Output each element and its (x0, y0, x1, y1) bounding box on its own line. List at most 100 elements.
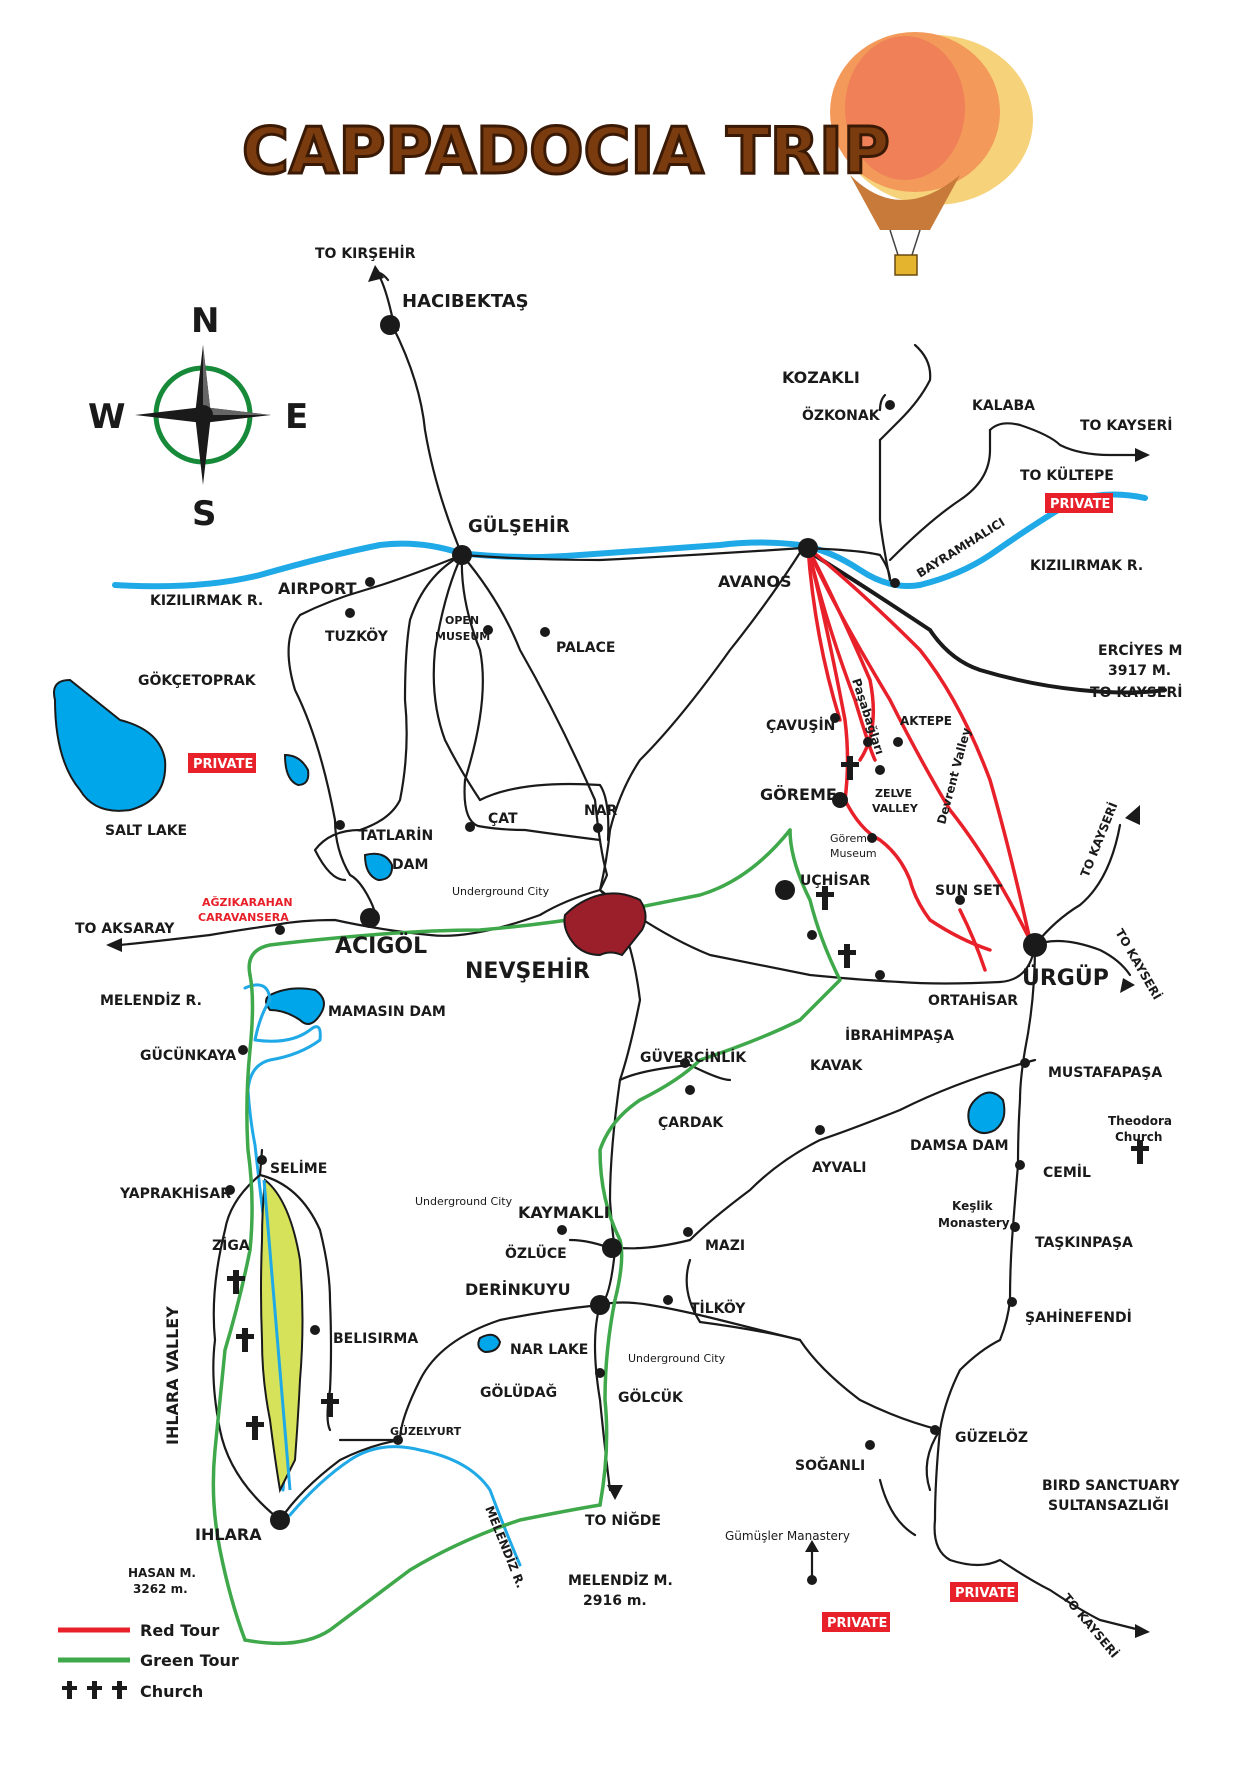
label-agzikarahan-2: CARAVANSERA (198, 911, 289, 924)
label-guzelyurt: GÜZELYURT (390, 1424, 462, 1438)
church-icon (321, 1393, 339, 1417)
label-to-nigde: TO NİĞDE (585, 1511, 661, 1529)
label-yaprakhisar: YAPRAKHİSAR (119, 1185, 231, 1202)
label-damsa-dam: DAMSA DAM (910, 1138, 1009, 1154)
church-icon (838, 944, 856, 968)
private-badges: PRIVATE PRIVATE PRIVATE PRIVATE (188, 493, 1113, 1632)
label-goreme: GÖREME (760, 785, 837, 804)
small-lake (283, 753, 310, 787)
label-mustafapasa: MUSTAFAPAŞA (1048, 1065, 1162, 1081)
label-theodora-2: Church (1115, 1130, 1162, 1144)
church-icon (1131, 1140, 1149, 1164)
label-gucunkaya: GÜCÜNKAYA (140, 1046, 236, 1064)
label-ihlara: IHLARA (195, 1525, 262, 1544)
label-agzikarahan-1: AĞZIKARAHAN (202, 896, 293, 909)
label-ziga: ZİGA (212, 1237, 250, 1254)
label-cardak: ÇARDAK (658, 1115, 724, 1131)
label-tuzkoy: TUZKÖY (325, 627, 389, 645)
label-theodora-1: Theodora (1108, 1114, 1172, 1128)
road-arrows (106, 265, 1150, 1638)
mamasin-dam-lake (265, 987, 325, 1025)
svg-text:PRIVATE: PRIVATE (827, 1616, 887, 1631)
label-nevsehir: NEVŞEHİR (465, 958, 590, 984)
label-zelve-1: ZELVE (875, 787, 912, 800)
town-dots (225, 315, 1047, 1585)
label-kalaba: KALABA (972, 398, 1035, 414)
church-icon (236, 1328, 254, 1352)
legend-church-icon (112, 1681, 127, 1699)
label-acigol: ACIGÖL (335, 933, 427, 959)
label-gumusler: Gümüşler Manastery (725, 1529, 850, 1543)
svg-text:PRIVATE: PRIVATE (193, 757, 253, 772)
church-icon (841, 756, 859, 780)
svg-text:PRIVATE: PRIVATE (1050, 497, 1110, 512)
label-to-kayseri-2: TO KAYSERİ (1090, 684, 1182, 701)
map-title: CAPPADOCIA TRIP (242, 115, 890, 189)
label-sun-set: SUN SET (935, 883, 1003, 899)
red-tour-routes (806, 546, 1032, 972)
label-to-kultepe: TO KÜLTEPE (1020, 466, 1114, 484)
label-palace: PALACE (556, 640, 615, 656)
legend-church-icon (87, 1681, 102, 1699)
label-ozluce: ÖZLÜCE (505, 1244, 567, 1262)
label-soganli: SOĞANLI (795, 1456, 865, 1474)
label-kizilirmak-east: KIZILIRMAK R. (1030, 558, 1143, 574)
label-ayvali: AYVALI (812, 1160, 866, 1176)
label-urgup: ÜRGÜP (1022, 965, 1109, 991)
compass-north: N (191, 301, 219, 341)
balloon-illustration (830, 32, 1033, 276)
label-salt-lake: SALT LAKE (105, 823, 187, 839)
label-bird-1: BIRD SANCTUARY (1042, 1478, 1180, 1494)
label-belisirma: BELISIRMA (333, 1331, 418, 1347)
label-open-museum-1: OPEN (445, 614, 479, 627)
label-aktepe: AKTEPE (900, 714, 952, 728)
label-cat: ÇAT (488, 811, 518, 827)
label-underground-city-3: Underground City (628, 1352, 726, 1365)
compass-east: E (285, 397, 308, 437)
label-bird-2: SULTANSAZLIĞI (1048, 1496, 1169, 1514)
label-kaymakli: KAYMAKLI (518, 1203, 610, 1222)
private-badge: PRIVATE (950, 1582, 1018, 1602)
label-keslik-2: Monastery (938, 1216, 1010, 1230)
label-ihlara-valley: IHLARA VALLEY (163, 1306, 182, 1445)
label-kozakli: KOZAKLI (782, 368, 860, 387)
label-ozkonak: ÖZKONAK (802, 406, 881, 424)
label-to-aksaray: TO AKSARAY (75, 921, 175, 937)
label-melendiz-m-2: 2916 m. (583, 1593, 647, 1609)
label-taskinpasa: TAŞKINPAŞA (1035, 1235, 1133, 1251)
label-to-kirsehir: TO KIRŞEHİR (315, 245, 416, 262)
private-badge: PRIVATE (188, 753, 256, 773)
compass-rose: N S E W (88, 301, 308, 534)
label-ortahisar: ORTAHİSAR (928, 992, 1018, 1009)
salt-lake (53, 678, 167, 812)
label-goludag: GÖLÜDAĞ (480, 1383, 557, 1401)
label-selime: SELİME (270, 1160, 327, 1177)
legend-green-tour: Green Tour (140, 1651, 239, 1670)
private-badge: PRIVATE (822, 1612, 890, 1632)
church-icon (246, 1416, 264, 1440)
tatlarin-dam (363, 852, 394, 882)
label-gokcetoprak: GÖKÇETOPRAK (138, 671, 257, 689)
legend-red-tour: Red Tour (140, 1621, 219, 1640)
church-icon (227, 1270, 245, 1294)
legend-church-icon (62, 1681, 77, 1699)
green-tour-routes (211, 828, 842, 1646)
label-erciyes-2: 3917 M. (1108, 663, 1171, 679)
label-cemil: CEMİL (1043, 1164, 1091, 1181)
label-uchisar: UÇHİSAR (800, 872, 870, 889)
label-avanos: AVANOS (718, 572, 792, 591)
label-tatlarin: TATLARİN (358, 827, 433, 844)
label-to-kayseri-1: TO KAYSERİ (1080, 417, 1172, 434)
kizilirmak-river (112, 491, 1148, 590)
label-underground-city-2: Underground City (415, 1195, 513, 1208)
label-erciyes-1: ERCİYES M (1098, 642, 1182, 659)
label-devrent: Devrent Valley (934, 726, 973, 826)
nevsehir-city (563, 892, 647, 957)
label-guzeloz: GÜZELÖZ (955, 1428, 1028, 1446)
compass-west: W (88, 397, 126, 437)
label-sahinefendi: ŞAHİNEFENDİ (1025, 1309, 1132, 1326)
label-hacibektas: HACIBEKTAŞ (402, 291, 529, 312)
label-dam: DAM (392, 857, 428, 873)
label-to-kayseri-3: TO KAYSERİ (1077, 800, 1121, 879)
